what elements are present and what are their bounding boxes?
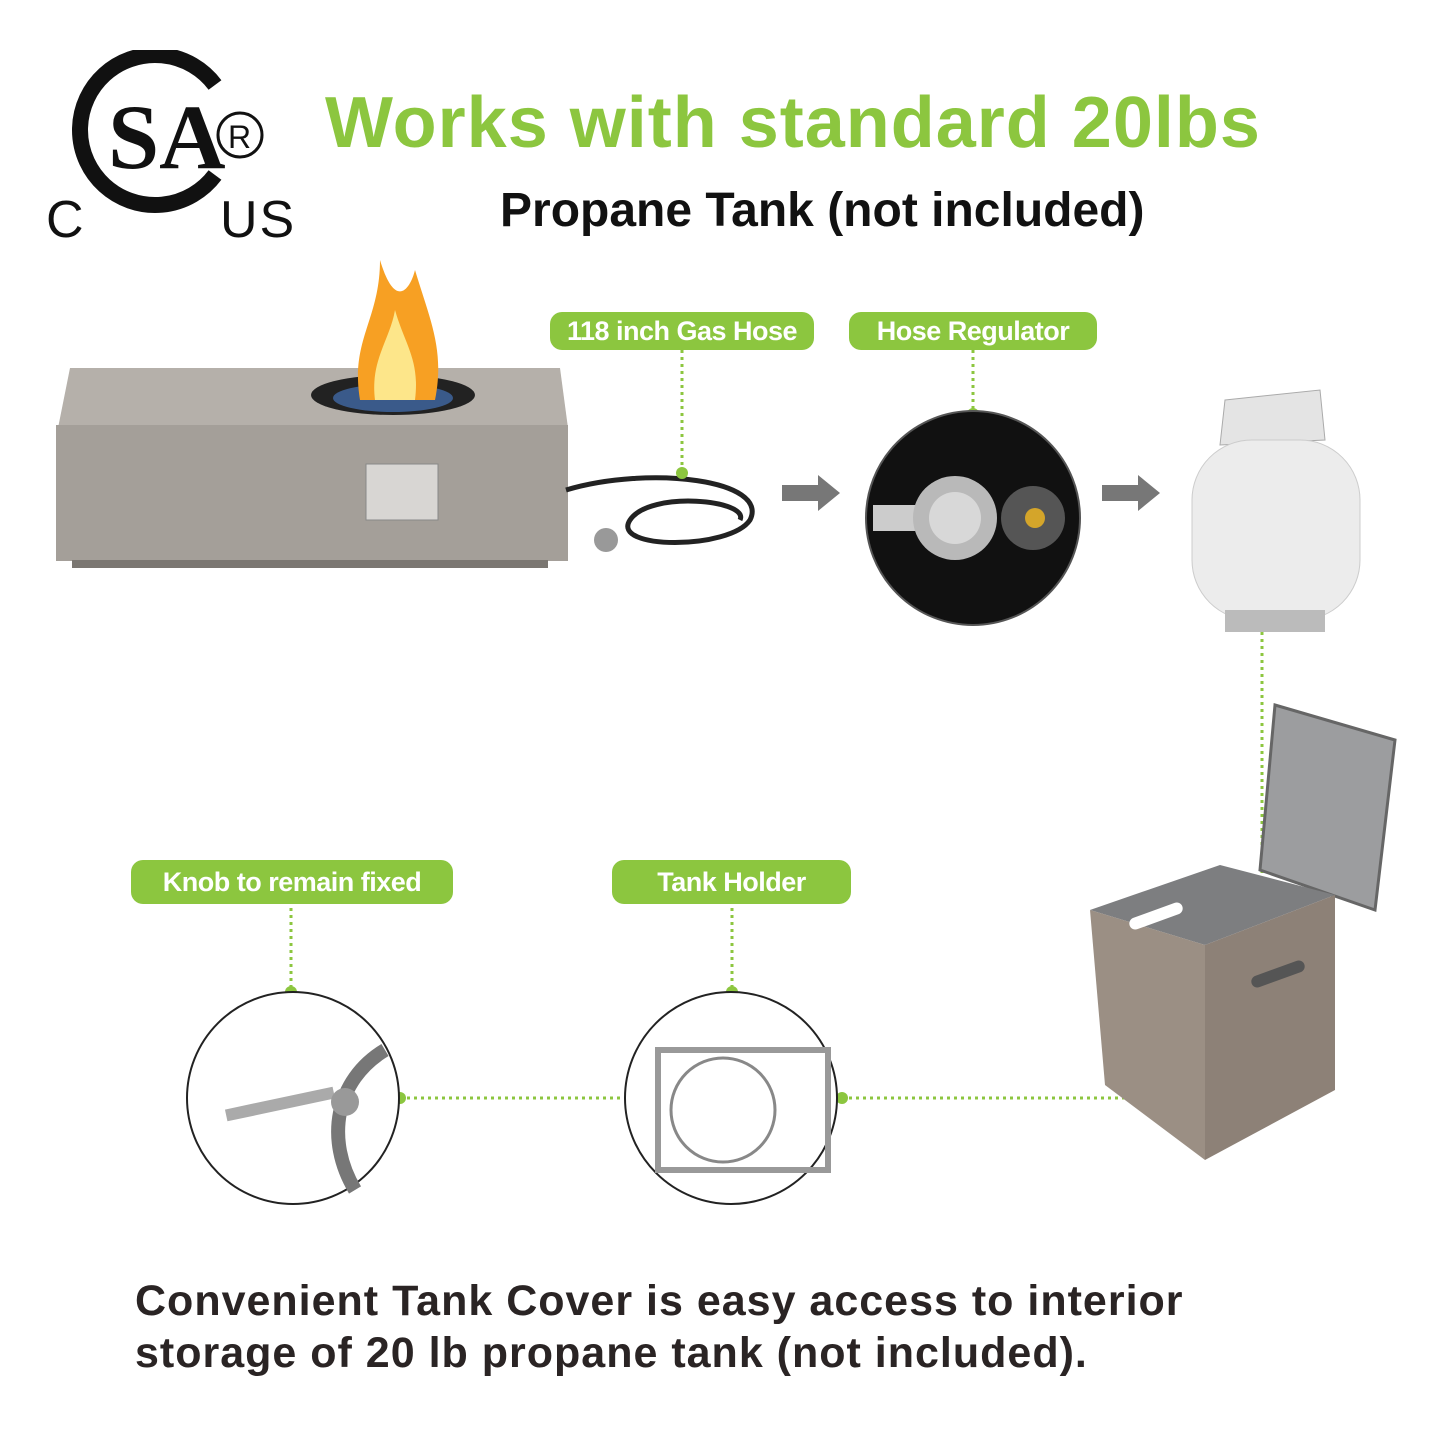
svg-text:SA: SA: [108, 86, 226, 188]
csa-logo: SA R: [72, 50, 264, 213]
knob-image: [186, 991, 400, 1205]
svg-text:R: R: [228, 119, 251, 155]
fire-pit-image: [56, 260, 755, 568]
label-tank-holder: Tank Holder: [612, 860, 851, 904]
label-gas-hose: 118 inch Gas Hose: [550, 312, 814, 350]
propane-tank-image: [1191, 389, 1361, 632]
tank-holder-image: [1090, 703, 1397, 1160]
regulator-image: [865, 410, 1081, 626]
page-subtitle: Propane Tank (not included): [500, 184, 1145, 237]
footer-text: Convenient Tank Cover is easy access to …: [135, 1275, 1184, 1379]
label-hose-regulator: Hose Regulator: [849, 312, 1097, 350]
label-knob: Knob to remain fixed: [131, 860, 453, 904]
page-title: Works with standard 20lbs: [325, 83, 1261, 163]
footer-line-2: storage of 20 lb propane tank (not inclu…: [135, 1329, 1088, 1377]
csa-us-label: US: [220, 191, 297, 249]
csa-c-label: C: [46, 191, 84, 249]
footer-line-1: Convenient Tank Cover is easy access to …: [135, 1277, 1184, 1325]
holder-detail-image: [624, 991, 838, 1205]
